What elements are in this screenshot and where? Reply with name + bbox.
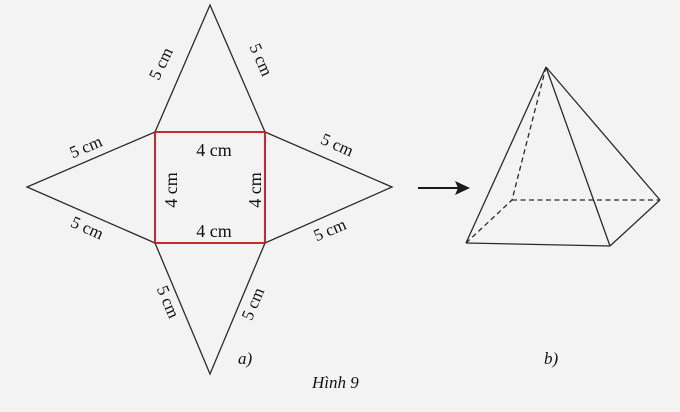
bottom-right-edge-label: 5 cm	[238, 285, 269, 323]
net-sublabel: a)	[238, 349, 253, 368]
top-right-edge-label: 5 cm	[246, 41, 277, 79]
square-right-label: 4 cm	[245, 172, 265, 208]
right-bottom-edge-label: 5 cm	[311, 215, 349, 246]
right-top-edge-label: 5 cm	[318, 129, 356, 160]
left-bottom-edge-label: 5 cm	[68, 212, 106, 243]
figure-caption: Hình 9	[311, 373, 359, 392]
bottom-left-edge-label: 5 cm	[153, 283, 184, 321]
left-top-edge-label: 5 cm	[67, 132, 105, 163]
top-left-edge-label: 5 cm	[145, 44, 177, 82]
arrow-icon	[418, 181, 470, 195]
top-triangle	[154, 3, 266, 133]
square-bottom-label: 4 cm	[196, 221, 232, 241]
square-top-label: 4 cm	[196, 140, 232, 160]
base-square	[154, 131, 266, 244]
pyramid-sublabel: b)	[544, 349, 559, 368]
pyramid-net	[25, 3, 394, 376]
square-left-label: 4 cm	[161, 172, 181, 208]
pyramid-3d	[465, 66, 661, 247]
